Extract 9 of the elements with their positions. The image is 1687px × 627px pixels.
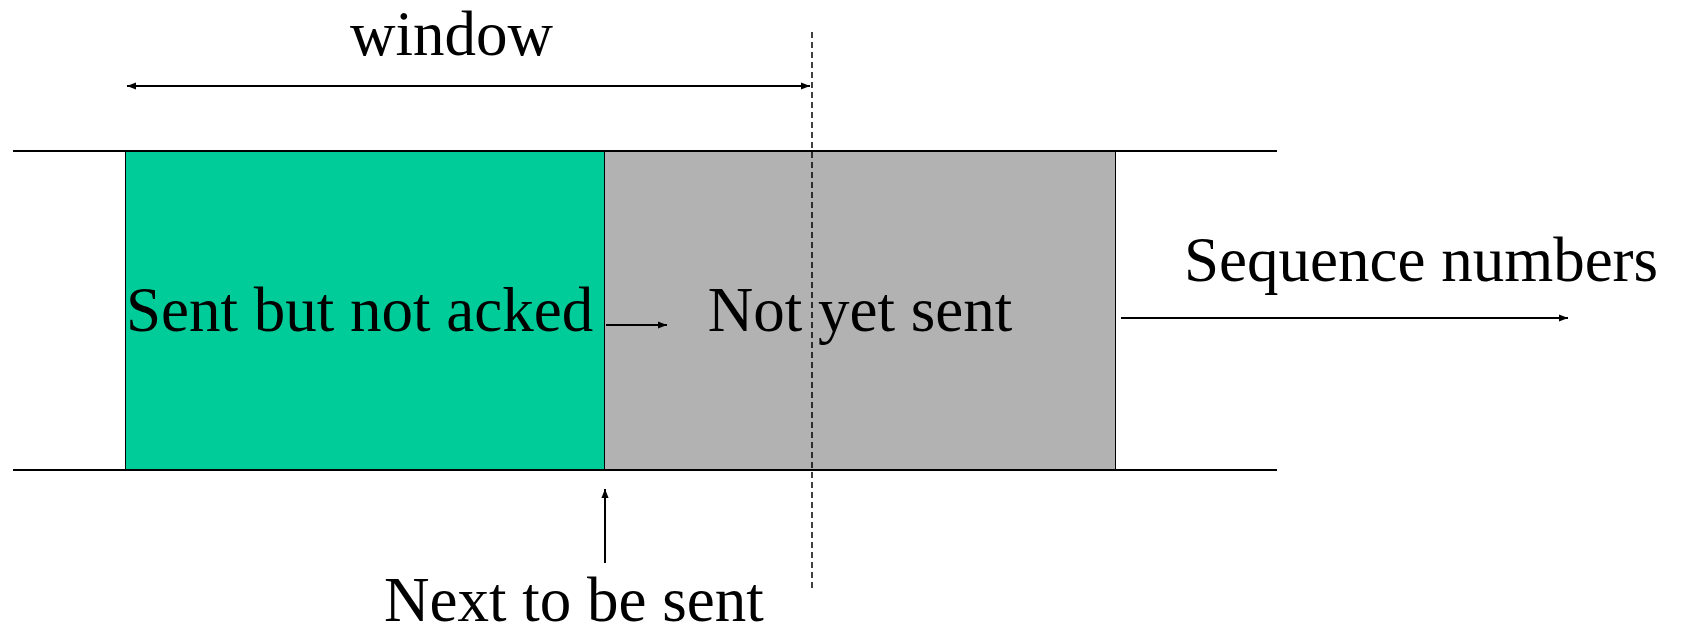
segment-label: Sent but not acked bbox=[126, 276, 594, 346]
window-label: window bbox=[350, 0, 553, 70]
arrow bbox=[605, 321, 668, 329]
pointer-caption: Next to be sent bbox=[384, 566, 764, 627]
segment-label: Not yet sent bbox=[707, 276, 1013, 346]
axis-label: Sequence numbers bbox=[1184, 226, 1659, 296]
sent-segment bbox=[125, 151, 605, 471]
leader-line bbox=[601, 488, 609, 564]
unsent-segment bbox=[604, 151, 1116, 471]
